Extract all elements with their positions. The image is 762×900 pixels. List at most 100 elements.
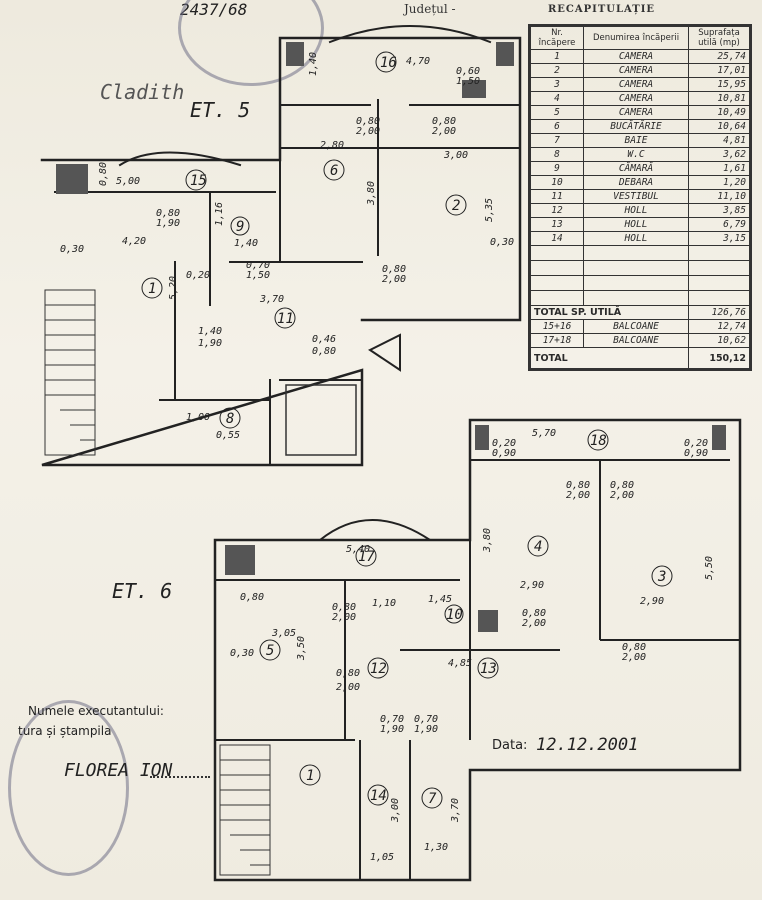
svg-text:0,30: 0,30 — [230, 648, 254, 659]
svg-text:0,60: 0,60 — [456, 66, 480, 77]
svg-text:0,20: 0,20 — [492, 438, 516, 449]
svg-text:0,80: 0,80 — [356, 116, 380, 127]
room-3: 3 — [657, 569, 666, 585]
executant-name: FLOREA ION — [64, 760, 173, 781]
svg-text:2,00: 2,00 — [610, 490, 634, 501]
svg-text:0,80: 0,80 — [432, 116, 456, 127]
recap-name: CAMERA — [583, 91, 689, 106]
svg-text:0,80: 0,80 — [332, 602, 356, 613]
recap-area: 1,20 — [688, 175, 750, 190]
svg-text:5,50: 5,50 — [704, 556, 715, 580]
recap-empty — [583, 275, 689, 291]
recap-empty — [688, 245, 750, 261]
table-row-empty — [530, 260, 750, 276]
svg-text:5,00: 5,00 — [116, 176, 140, 187]
svg-text:1,40: 1,40 — [234, 238, 258, 249]
svg-text:0,20: 0,20 — [684, 438, 708, 449]
room-9: 9 — [236, 219, 244, 235]
recap-area: 15,95 — [688, 77, 750, 92]
svg-text:1,30: 1,30 — [424, 842, 448, 853]
col-nr: Nr. încăpere — [530, 26, 584, 50]
recap-area: 3,62 — [688, 147, 750, 162]
svg-text:3,50: 3,50 — [296, 636, 307, 661]
recap-name: CĂMARĂ — [583, 161, 689, 176]
room-5: 5 — [266, 643, 274, 659]
svg-text:3,70: 3,70 — [450, 798, 461, 823]
recap-empty — [583, 290, 689, 306]
room-1-et5: 1 — [148, 281, 156, 297]
svg-text:2,00: 2,00 — [356, 126, 380, 137]
svg-text:4,20: 4,20 — [122, 236, 146, 247]
svg-text:1,50: 1,50 — [246, 270, 270, 281]
date-label: Data: — [492, 738, 528, 753]
svg-text:2,90: 2,90 — [640, 596, 664, 607]
svg-text:1,16: 1,16 — [214, 202, 225, 226]
svg-text:2,80: 2,80 — [320, 140, 344, 151]
recap-empty — [688, 260, 750, 276]
room-16: 16 — [380, 55, 397, 71]
svg-text:1,90: 1,90 — [198, 338, 222, 349]
room-4: 4 — [534, 539, 542, 555]
et6-dimensions: 5,70 0,20 0,90 0,20 0,90 0,80 2,00 0,80 … — [230, 428, 715, 863]
svg-text:3,80: 3,80 — [482, 528, 493, 553]
recap-name: CAMERA — [583, 77, 689, 92]
room-10: 10 — [446, 607, 463, 623]
svg-text:2,00: 2,00 — [566, 490, 590, 501]
svg-text:2,00: 2,00 — [336, 682, 360, 693]
recap-area: 1,61 — [688, 161, 750, 176]
svg-text:0,80: 0,80 — [240, 592, 264, 603]
room-2: 2 — [452, 198, 460, 214]
recap-name: VESTIBUL — [583, 189, 689, 204]
recap-area: 10,81 — [688, 91, 750, 106]
room-17: 17 — [358, 549, 375, 565]
table-row-empty — [530, 245, 750, 261]
recap-nr: 1 — [530, 49, 584, 64]
recap-nr: 2 — [530, 63, 584, 78]
col-name: Denumirea încăperii — [583, 26, 689, 50]
svg-text:0,46: 0,46 — [312, 334, 336, 345]
svg-text:0,80: 0,80 — [622, 642, 646, 653]
recap-nr: 3 — [530, 77, 584, 92]
recap-table: Nr. încăpere Denumirea încăperii Suprafa… — [528, 24, 752, 371]
svg-text:5,35: 5,35 — [484, 198, 495, 222]
svg-text:2,00: 2,00 — [432, 126, 456, 137]
room-11: 11 — [277, 311, 294, 327]
recap-name: CAMERA — [583, 105, 689, 120]
svg-text:5,20: 5,20 — [168, 276, 179, 300]
recap-empty — [530, 275, 584, 291]
recap-total-value: 126,76 — [688, 305, 750, 320]
table-row-empty — [530, 275, 750, 291]
svg-text:1,90: 1,90 — [156, 218, 180, 229]
svg-text:3,70: 3,70 — [259, 294, 284, 305]
svg-text:1,90: 1,90 — [380, 724, 404, 735]
recap-name: HOLL — [583, 217, 689, 232]
svg-text:0,70: 0,70 — [414, 714, 438, 725]
recap-nr: 4 — [530, 91, 584, 106]
svg-text:0,30: 0,30 — [490, 237, 514, 248]
svg-text:1,00: 1,00 — [186, 412, 210, 423]
recap-empty — [688, 275, 750, 291]
svg-text:1,90: 1,90 — [414, 724, 438, 735]
recap-nr: 8 — [530, 147, 584, 162]
executant-dots — [150, 762, 210, 778]
recap-nr: 7 — [530, 133, 584, 148]
svg-text:5,70: 5,70 — [532, 428, 556, 439]
svg-text:0,90: 0,90 — [492, 448, 516, 459]
recap-area: 6,79 — [688, 217, 750, 232]
recap-empty — [583, 260, 689, 276]
svg-text:4,85: 4,85 — [448, 658, 472, 669]
floor-label-et6: ET. 6 — [112, 579, 172, 603]
svg-text:2,00: 2,00 — [522, 618, 546, 629]
recap-title: RECAPITULAȚIE — [548, 4, 655, 15]
floor-label-et5: ET. 5 — [190, 98, 250, 122]
svg-text:0,80: 0,80 — [522, 608, 546, 619]
